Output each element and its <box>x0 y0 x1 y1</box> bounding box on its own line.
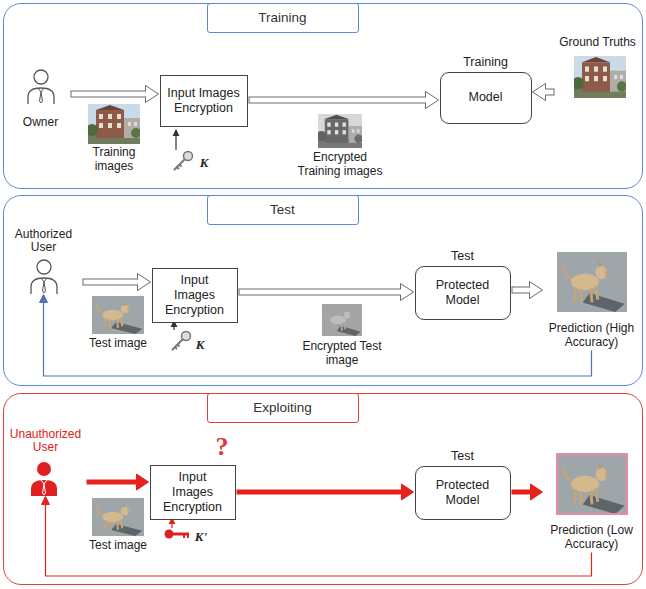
ground-truth: Ground Truths <box>556 36 640 106</box>
node-label: Input Images Encryption <box>159 273 231 318</box>
flow-arrow <box>83 274 151 291</box>
model-box: TestProtected Model <box>415 466 511 520</box>
image-caption: Encrypted Training images <box>292 151 388 179</box>
arrow-head <box>42 497 50 505</box>
process-box: Input Images Encryption <box>160 75 248 127</box>
process-box: Input Images Encryption <box>152 268 238 323</box>
owner-icon <box>28 70 54 104</box>
model-title: Test <box>386 449 540 464</box>
flow-arrow <box>71 86 159 103</box>
flow-arrow <box>512 484 543 500</box>
key-name: K' <box>190 530 212 545</box>
training-image <box>86 104 141 144</box>
prediction: Prediction (High Accuracy) <box>544 250 640 350</box>
flow-arrow <box>533 84 555 101</box>
key-icon <box>172 332 191 351</box>
arrow-hollow <box>513 288 532 293</box>
user-icon <box>31 260 57 294</box>
node-label: Unauthorized User <box>8 428 84 456</box>
node-label: Authorized User <box>8 228 80 256</box>
arrow-head <box>137 474 149 490</box>
arrow-hollow <box>544 90 554 95</box>
node-label: Ground Truths <box>558 36 638 50</box>
stage-panel: Authorized UserInput Images EncryptionTe… <box>3 195 643 386</box>
key-arrow <box>175 130 176 150</box>
arrow-shaft <box>512 490 531 495</box>
node-label: Input Images Encryption <box>157 470 229 515</box>
model-box: TestProtected Model <box>415 266 511 320</box>
flow-arrow <box>237 484 414 500</box>
test-image <box>92 296 144 334</box>
arrow-shaft <box>83 279 138 286</box>
node-label: Input Images Encryption <box>167 86 241 116</box>
flow-arrow <box>249 92 439 109</box>
node-label: Owner <box>14 116 68 130</box>
stage-title: Exploiting <box>207 393 359 423</box>
flow-arrow <box>512 282 543 299</box>
user-actor: Authorized User <box>6 228 82 294</box>
arrow-shaft <box>239 289 401 296</box>
test-image <box>92 498 144 536</box>
flow-arrow <box>239 284 414 301</box>
node-label: Protected Model <box>422 478 504 508</box>
arrow-head <box>401 284 414 301</box>
arrow-head <box>146 86 159 103</box>
intruder-icon <box>31 462 57 496</box>
noise-border <box>557 454 627 514</box>
arrow-shaft <box>87 480 137 485</box>
encrypted-image <box>316 114 363 148</box>
flow-arrow <box>87 474 149 490</box>
prediction-image <box>557 252 627 312</box>
model-box: TrainingModel <box>440 72 532 124</box>
arrow-hollow <box>240 290 403 295</box>
prediction: Prediction (Low Accuracy) <box>544 452 640 552</box>
image-caption: Test image <box>82 539 154 553</box>
wrong-key-icon <box>165 530 190 539</box>
question-mark: ? <box>211 434 233 460</box>
key-name: K <box>192 338 208 353</box>
arrow-hollow <box>250 98 428 103</box>
arrow-shaft <box>71 91 146 98</box>
node-label: Prediction (High Accuracy) <box>546 322 638 350</box>
arrow-head <box>138 274 151 291</box>
node-label: Protected Model <box>422 278 504 308</box>
key-arrow <box>171 518 172 528</box>
key-name: K <box>196 156 212 171</box>
image-caption: Encrypted Test image <box>300 340 384 368</box>
arrow-head <box>426 92 439 109</box>
node-label: Prediction (Low Accuracy) <box>546 524 638 552</box>
stage-title: Test <box>207 195 359 225</box>
arrow-head <box>402 484 414 500</box>
arrow-shaft <box>546 89 555 96</box>
arrow-hollow <box>72 92 148 97</box>
ground-truth-image <box>572 56 627 98</box>
intruder-actor: Unauthorized User <box>6 428 86 496</box>
model-title: Training <box>411 55 561 70</box>
process-box: Input Images Encryption <box>150 465 236 520</box>
arrow-hollow <box>84 280 140 285</box>
arrow-shaft <box>512 287 530 294</box>
node-label: Model <box>447 90 525 105</box>
arrow-shaft <box>249 97 426 104</box>
prediction-image <box>557 454 627 514</box>
stage-title: Training <box>207 3 359 33</box>
model-title: Test <box>386 249 540 264</box>
image-caption: Test image <box>82 337 154 351</box>
arrow-head <box>40 295 48 303</box>
key-icon <box>174 152 193 171</box>
owner-actor: Owner <box>12 66 70 130</box>
arrow-head <box>533 84 546 101</box>
arrow-head <box>531 484 543 500</box>
arrow-head <box>530 282 543 299</box>
image-caption: Training images <box>82 146 146 174</box>
arrow-shaft <box>237 490 402 495</box>
stage-panel: Unauthorized UserInput Images Encryption… <box>3 393 643 585</box>
encrypted-image <box>322 304 362 336</box>
